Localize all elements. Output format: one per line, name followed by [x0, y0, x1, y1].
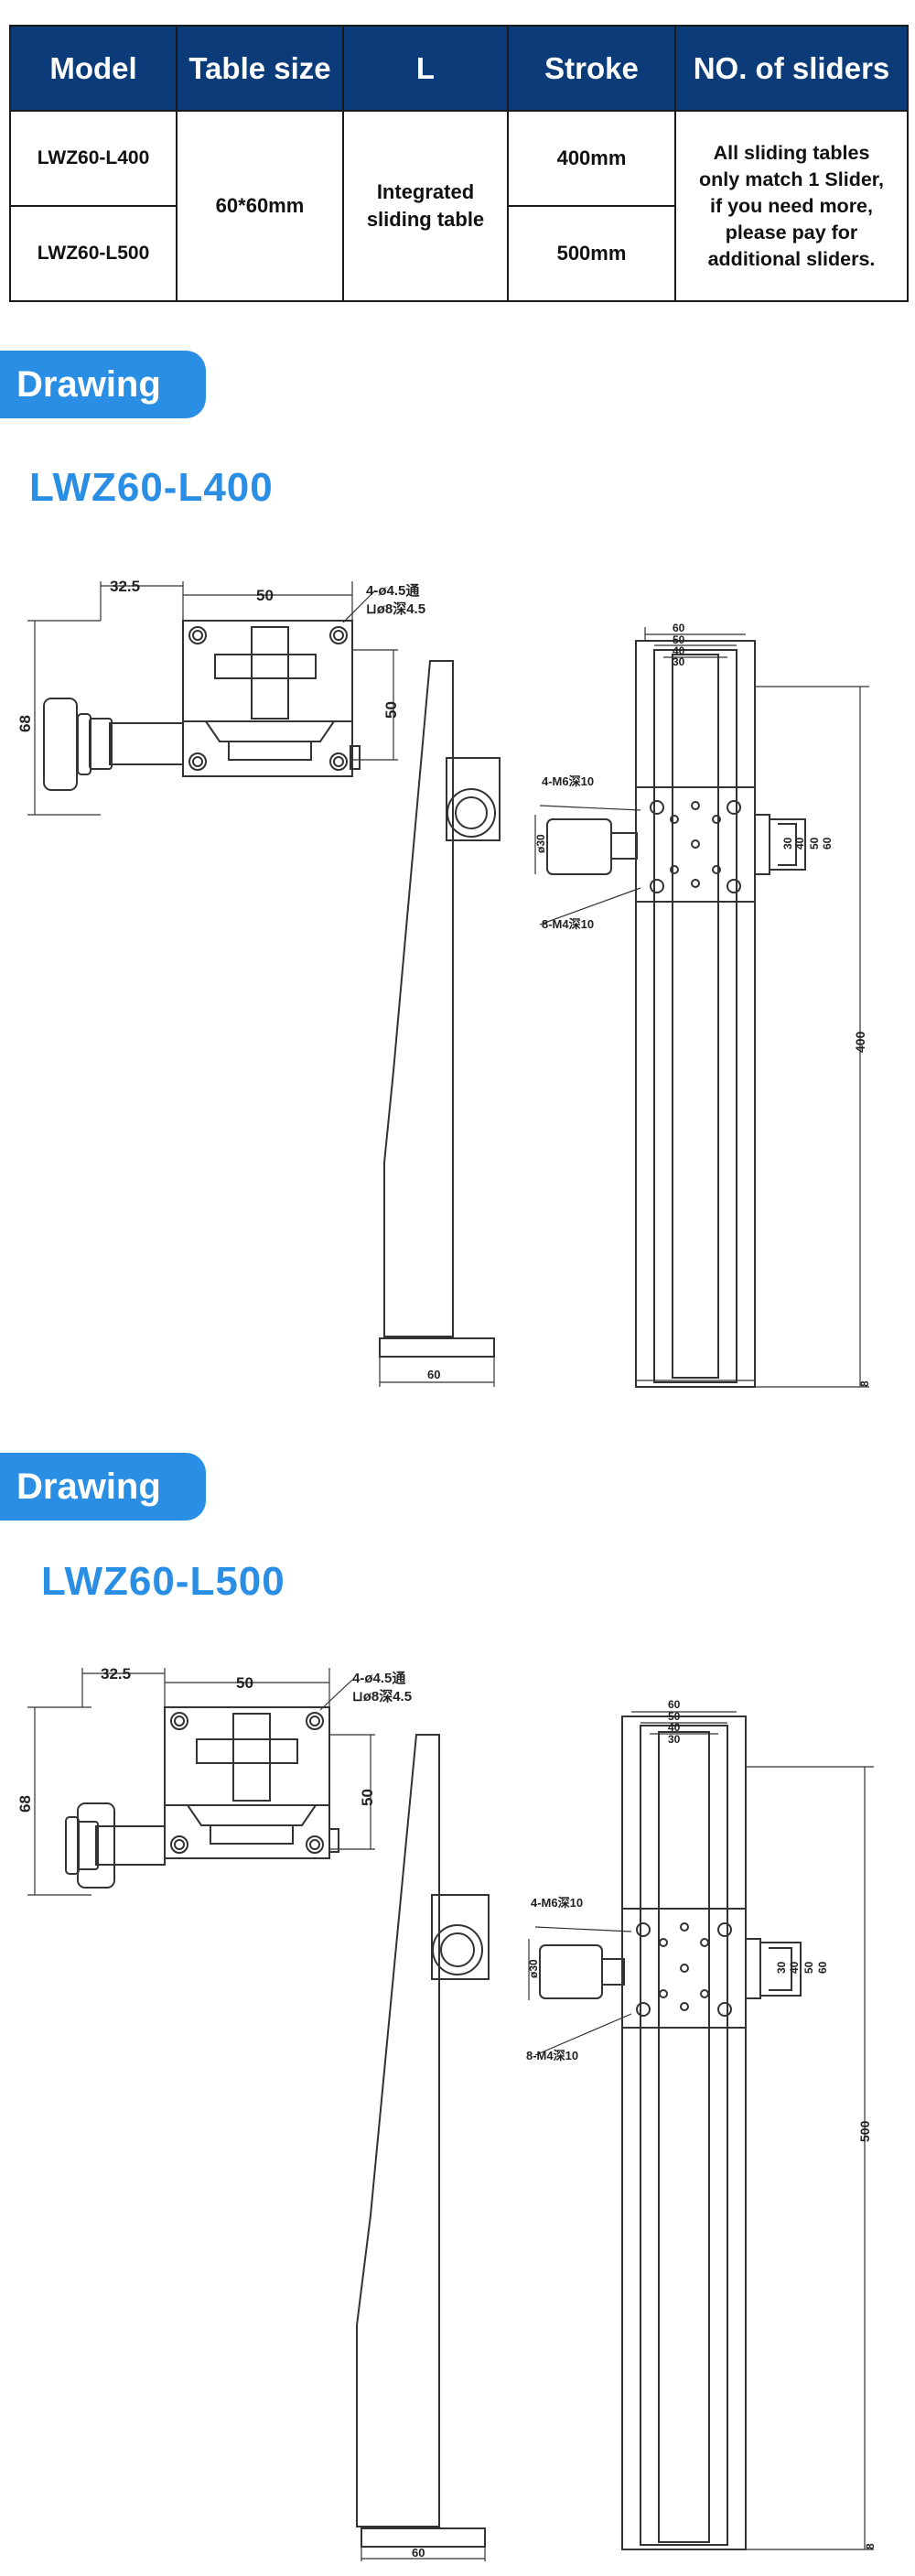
header-stroke: Stroke [507, 25, 676, 112]
knob [43, 698, 78, 791]
dim-label: 60 [816, 1961, 829, 1974]
dim-label: ø30 [534, 834, 547, 853]
dim-label: 60 [412, 2546, 425, 2560]
dim-label: 30 [781, 837, 794, 850]
dim-label: 50 [382, 701, 400, 719]
drawing-svg: 32.5 50 4-ø4.5通 ⊔ø8深4.5 68 50 60 50 40 3… [16, 1665, 877, 2561]
side-column [383, 660, 454, 1337]
header-l: L [342, 25, 509, 112]
side-base [361, 2527, 486, 2548]
dim-label: 50 [668, 1710, 681, 1723]
model-cell: LWZ60-L400 [9, 110, 178, 207]
thread-note: 8-M4深10 [526, 2049, 578, 2062]
front-rail [635, 640, 756, 1388]
stroke-cell: 400mm [507, 110, 676, 207]
table-header-row: Model Table size L Stroke NO. of sliders [9, 25, 909, 112]
dim-label: 32.5 [110, 578, 140, 595]
hole-note: 4-ø4.5通 [352, 1671, 405, 1686]
header-sliders: NO. of sliders [674, 25, 909, 112]
dim-label: 500 [857, 2120, 872, 2142]
drawing-badge: Drawing [0, 351, 206, 418]
dim-label: 50 [808, 837, 821, 850]
dim-label: 60 [427, 1368, 440, 1381]
dim-label: 68 [16, 715, 34, 732]
dim-label: 30 [775, 1961, 788, 1974]
side-base [379, 1337, 495, 1358]
dim-label: ø30 [527, 1959, 540, 1978]
dim-label: 40 [668, 1721, 681, 1734]
spec-table: Model Table size L Stroke NO. of sliders… [9, 25, 909, 302]
model-cell: LWZ60-L500 [9, 205, 178, 302]
hole-note: ⊔ø8深4.5 [366, 601, 425, 617]
l-line-2: sliding table [366, 208, 485, 231]
technical-drawing-l500: 32.5 50 4-ø4.5通 ⊔ø8深4.5 68 50 60 50 40 3… [0, 1648, 915, 2563]
l-line-1: Integrated [376, 180, 475, 203]
dim-label: 8 [864, 2543, 877, 2549]
dim-label: 32.5 [101, 1665, 131, 1683]
thread-note: 4-M6深10 [542, 774, 594, 788]
dim-label: 50 [256, 587, 274, 604]
note-line: if you need more, [709, 194, 873, 217]
note-line: only match 1 Slider, [699, 168, 884, 190]
dim-label: 60 [668, 1698, 681, 1711]
drawing-svg: 32.5 50 4-ø4.5通 ⊔ø8深4.5 68 50 60 50 40 3… [16, 578, 871, 1388]
dim-label: 68 [16, 1795, 34, 1813]
dim-label: 30 [673, 655, 685, 668]
thread-note: 4-M6深10 [531, 1896, 583, 1910]
note-line: please pay for [725, 221, 858, 244]
dim-label: 40 [788, 1961, 801, 1974]
dim-label: 40 [673, 644, 685, 657]
dim-label: 40 [793, 837, 806, 850]
top-view-table [164, 1706, 330, 1859]
table-row: LWZ60-L500 500mm [9, 205, 908, 302]
table-row: LWZ60-L400 60*60mm Integrated sliding ta… [9, 110, 909, 302]
model-title: LWZ60-L400 [29, 465, 274, 510]
model-title: LWZ60-L500 [41, 1559, 285, 1604]
dim-label: 8 [858, 1380, 871, 1387]
dim-label: 400 [853, 1031, 867, 1053]
dim-label: 60 [673, 622, 685, 634]
table-size-cell: 60*60mm [176, 110, 344, 302]
hole-note: ⊔ø8深4.5 [352, 1688, 412, 1705]
top-view-table [182, 620, 353, 777]
thread-note: 8-M4深10 [542, 917, 594, 931]
dim-label: 30 [668, 1733, 681, 1746]
hole-note: 4-ø4.5通 [366, 583, 419, 599]
dim-label: 50 [359, 1789, 376, 1806]
dim-label: 50 [802, 1961, 815, 1974]
header-model: Model [9, 25, 178, 112]
stroke-cell: 500mm [507, 205, 676, 302]
sliders-note-cell: All sliding tables only match 1 Slider, … [674, 110, 909, 302]
header-table-size: Table size [176, 25, 344, 112]
drawing-badge: Drawing [0, 1453, 206, 1521]
front-rail [621, 1716, 747, 2550]
l-cell: Integrated sliding table [342, 110, 509, 302]
note-line: All sliding tables [713, 141, 870, 164]
side-column [356, 1734, 440, 2527]
note-line: additional sliders. [707, 247, 876, 270]
dim-label: 60 [821, 837, 834, 850]
technical-drawing-l400: 32.5 50 4-ø4.5通 ⊔ø8深4.5 68 50 60 50 40 3… [0, 558, 915, 1401]
dim-label: 50 [673, 633, 685, 646]
knob [77, 1802, 115, 1889]
dim-label: 50 [236, 1674, 253, 1692]
